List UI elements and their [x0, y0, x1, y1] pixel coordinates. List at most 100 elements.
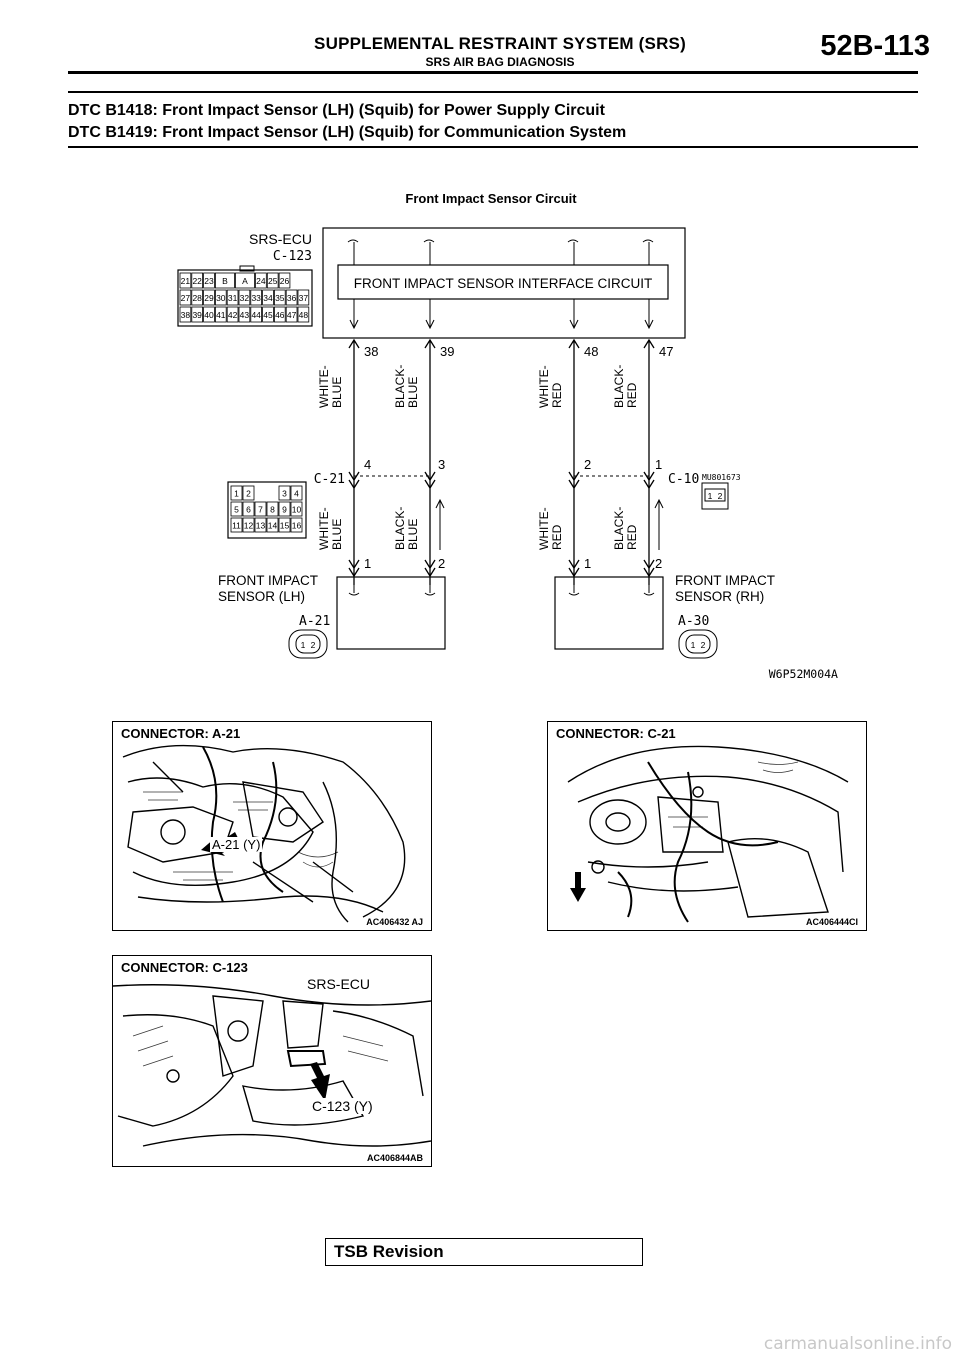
c123-pin-number: 25 — [268, 276, 278, 286]
photo-title-c123: CONNECTOR: C-123 — [119, 960, 250, 975]
c123-pin-number: 43 — [240, 310, 250, 320]
c21-pin-number: 16 — [292, 521, 302, 531]
ecu-label: SRS-ECU — [249, 231, 312, 247]
c123-pin-number: 34 — [263, 293, 273, 303]
c21-pin-cell — [290, 501, 303, 517]
watermark: carmanualsonline.info — [763, 1334, 952, 1354]
tsb-revision-box: TSB Revision — [325, 1238, 643, 1266]
c123-pin-cell — [203, 306, 215, 323]
svg-text:2: 2 — [438, 556, 445, 571]
c123-pin-cell — [179, 272, 192, 289]
wire-color-label: RED — [550, 382, 564, 408]
c123-pin-number: 33 — [251, 293, 261, 303]
floor-illustration — [113, 984, 431, 1147]
c123-pin-number: 42 — [228, 310, 238, 320]
svg-text:1: 1 — [708, 491, 713, 501]
header-rule — [68, 71, 918, 74]
c123-pin-number: B — [222, 276, 228, 286]
c21-pin-cell — [254, 517, 267, 533]
ecu-connector-label: C-123 — [273, 249, 312, 264]
c10-connector-face: 1 2 — [701, 482, 729, 510]
c123-pin-number: 23 — [204, 276, 214, 286]
wire-color-label: RED — [550, 524, 564, 550]
interface-circuit-label: FRONT IMPACT SENSOR INTERFACE CIRCUIT — [354, 276, 653, 291]
c21-pin-cell — [242, 485, 255, 501]
c21-pin-cell — [290, 517, 303, 533]
sensor-rh-box — [554, 576, 664, 650]
c123-pin-cell — [238, 289, 251, 306]
c21-pin-cell — [290, 485, 303, 501]
photo-code-a21: AC406432 AJ — [366, 917, 423, 927]
sensor-rh-label-2: SENSOR (RH) — [675, 589, 764, 604]
c123-pin-cell — [255, 272, 267, 289]
c123-pin-cell — [250, 289, 263, 306]
c123-pin-number: 45 — [263, 310, 273, 320]
wire-color-label: BLACK- — [393, 507, 407, 550]
wire-color-labels: WHITE-BLUEWHITE-BLUEBLACK-BLUEBLACK-BLUE… — [317, 365, 639, 550]
c21-pin-number: 2 — [246, 489, 251, 499]
figure-code: W6P52M004A — [769, 667, 838, 681]
c21-pin-cell — [230, 501, 243, 517]
c123-pin-cell — [226, 289, 239, 306]
c123-pin-number: 32 — [240, 293, 250, 303]
c123-pin-number: A — [242, 276, 248, 286]
c21-pin-number: 1 — [234, 489, 239, 499]
c123-pin-cell — [191, 289, 204, 306]
c21-pin-number: 4 — [294, 489, 299, 499]
c123-pin-number: 27 — [181, 293, 191, 303]
c21-label: C-21 — [314, 472, 345, 487]
c123-pin-number: 41 — [216, 310, 226, 320]
c21-pin-number: 15 — [280, 521, 290, 531]
sensor-lh-box — [336, 576, 446, 650]
c123-pin-number: 22 — [192, 276, 202, 286]
c123-pin-number: 40 — [204, 310, 214, 320]
c123-pin-cell — [278, 272, 291, 289]
wire-color-label: BLUE — [330, 377, 344, 408]
c123-pin-cell — [191, 306, 204, 323]
svg-text:1: 1 — [364, 556, 371, 571]
c123-pin-cell — [250, 306, 263, 323]
c123-pin-cell — [262, 289, 274, 306]
c123-pin-number: 48 — [299, 310, 309, 320]
sensor-lh-label-2: SENSOR (LH) — [218, 589, 305, 604]
c123-pin-cell — [214, 306, 227, 323]
c123-pin-cell — [203, 289, 215, 306]
pin-numbers: 38 39 48 47 4 3 2 1 1 2 1 2 — [364, 344, 673, 571]
c21-pin-cell — [254, 501, 267, 517]
photo-panel-c123: CONNECTOR: C-123 SRS-ECU C-123 (Y) AC406… — [112, 955, 432, 1167]
svg-text:1: 1 — [655, 457, 662, 472]
c123-pin-cell — [266, 272, 279, 289]
wire-color-label: BLACK- — [393, 365, 407, 408]
c123-pin-number: 38 — [181, 310, 191, 320]
c123-pin-cell — [297, 289, 310, 306]
c21-pin-cell — [278, 517, 291, 533]
c123-pin-cell — [203, 272, 215, 289]
c21-pin-number: 10 — [292, 505, 302, 515]
c123-pin-number: 30 — [216, 293, 226, 303]
c21-pin-cell — [278, 501, 291, 517]
c21-pin-number: 11 — [232, 521, 241, 531]
photo-code-c21: AC406444CI — [805, 917, 858, 927]
c123-pin-cell — [238, 306, 251, 323]
c123-pin-cell — [285, 289, 298, 306]
interface-arrows — [347, 239, 654, 330]
wire-color-label: BLUE — [330, 519, 344, 550]
svg-text:3: 3 — [438, 457, 445, 472]
svg-text:4: 4 — [364, 457, 371, 472]
wire-color-label: BLUE — [406, 519, 420, 550]
wire-color-label: BLACK- — [612, 365, 626, 408]
svg-text:48: 48 — [584, 344, 598, 359]
c21-pin-cell — [242, 517, 255, 533]
c21-pin-number: 7 — [258, 505, 263, 515]
wire-color-label: WHITE- — [537, 507, 551, 550]
c123-pin-number: 24 — [256, 276, 266, 286]
svg-text:2: 2 — [718, 491, 723, 501]
interface-circuit-box — [337, 264, 669, 300]
engine-bay-illustration — [122, 744, 406, 923]
c123-pin-cell — [226, 306, 239, 323]
dtc-title-2: DTC B1419: Front Impact Sensor (LH) (Squ… — [68, 124, 627, 141]
svg-text:39: 39 — [440, 344, 454, 359]
dashboard-illustration — [567, 745, 849, 923]
c10-label: C-10 — [668, 472, 699, 487]
